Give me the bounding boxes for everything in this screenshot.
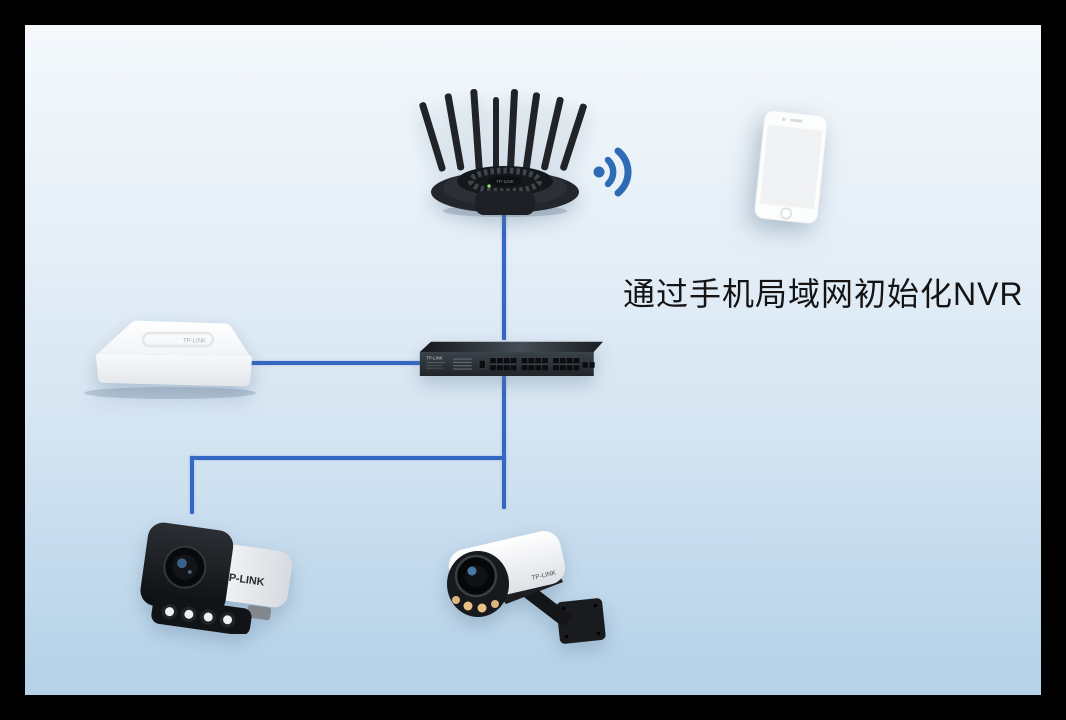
- ip-camera-right: TP-LINK: [436, 500, 616, 650]
- camera-lens-inner: [465, 565, 487, 587]
- camera-right-illustration: TP-LINK: [447, 531, 606, 644]
- cable-drop-left-camera: [190, 456, 194, 514]
- switch-illustration: TP-LINK: [419, 341, 603, 376]
- switch-sfp-port: [582, 362, 588, 368]
- smartphone-illustration: [754, 110, 828, 224]
- switch-model-line: [426, 364, 442, 366]
- switch-top-face: [419, 341, 603, 352]
- antenna: [560, 103, 587, 171]
- phone-front-camera: [781, 117, 786, 122]
- antenna: [507, 89, 518, 172]
- switch-model-line: [426, 367, 443, 369]
- wifi-arc-inner: [604, 156, 617, 188]
- camera-lens-glint: [467, 566, 477, 576]
- switch-sfp-port: [589, 362, 595, 368]
- wifi-signal-glyph: [593, 147, 632, 197]
- router-brand-label: TP-LINK: [496, 179, 515, 184]
- camera-warm-leds: [452, 596, 499, 613]
- switch-console-port: [478, 359, 486, 369]
- wifi-signal-icon: [590, 146, 642, 198]
- nvr-recorder: TP-LINK: [73, 310, 263, 402]
- antenna: [522, 92, 541, 171]
- wifi-arc-outer: [614, 147, 632, 197]
- nvr-illustration: TP-LINK: [84, 320, 256, 399]
- cable-branch-horizontal: [190, 456, 506, 460]
- phone-speaker: [790, 118, 803, 123]
- nvr-shadow: [84, 387, 256, 399]
- cable-switch-down: [502, 376, 506, 509]
- camera-lens-inner: [172, 554, 198, 580]
- cable-nvr-to-switch: [248, 361, 425, 365]
- diagram-canvas: TP-LINK 通过手机局域网初始化NVR: [25, 25, 1041, 695]
- ethernet-switch: TP-LINK: [418, 337, 603, 378]
- camera-led-plate: [151, 596, 252, 636]
- antenna: [419, 102, 446, 172]
- smartphone: [752, 108, 829, 226]
- camera-left-illustration: TP-LINK: [140, 522, 293, 636]
- switch-status-leds: [453, 358, 472, 370]
- router-fan-ring: [468, 167, 542, 195]
- nvr-top-groove: [141, 331, 215, 348]
- router-status-led: [487, 184, 491, 188]
- phone-home-button: [780, 207, 793, 220]
- router-front: [475, 191, 535, 215]
- wifi-router-illustration: TP-LINK: [419, 89, 587, 217]
- camera-brand-label: TP-LINK: [222, 571, 266, 589]
- antenna: [444, 93, 465, 171]
- nvr-top-face: [97, 320, 250, 356]
- caption-text: 通过手机局域网初始化NVR: [623, 276, 1024, 312]
- antenna: [493, 97, 499, 171]
- nvr-front-face: [96, 354, 252, 387]
- switch-model-line: [426, 362, 445, 364]
- switch-front-face: [419, 351, 594, 376]
- antenna: [541, 96, 564, 171]
- cable-router-to-switch: [502, 213, 506, 340]
- camera-lens-glint-small: [187, 570, 192, 574]
- wifi-dot: [593, 166, 605, 178]
- nvr-brand-label: TP-LINK: [183, 339, 206, 345]
- camera-mount-stub: [246, 605, 272, 621]
- camera-wall-plate: [556, 598, 606, 644]
- antenna: [470, 89, 483, 171]
- switch-brand-label: TP-LINK: [426, 355, 442, 360]
- wifi-router: TP-LINK: [415, 89, 595, 219]
- camera-lens-glint: [177, 558, 187, 569]
- router-hub: [488, 175, 522, 187]
- ip-camera-left: TP-LINK: [138, 512, 304, 636]
- phone-screen: [759, 124, 823, 210]
